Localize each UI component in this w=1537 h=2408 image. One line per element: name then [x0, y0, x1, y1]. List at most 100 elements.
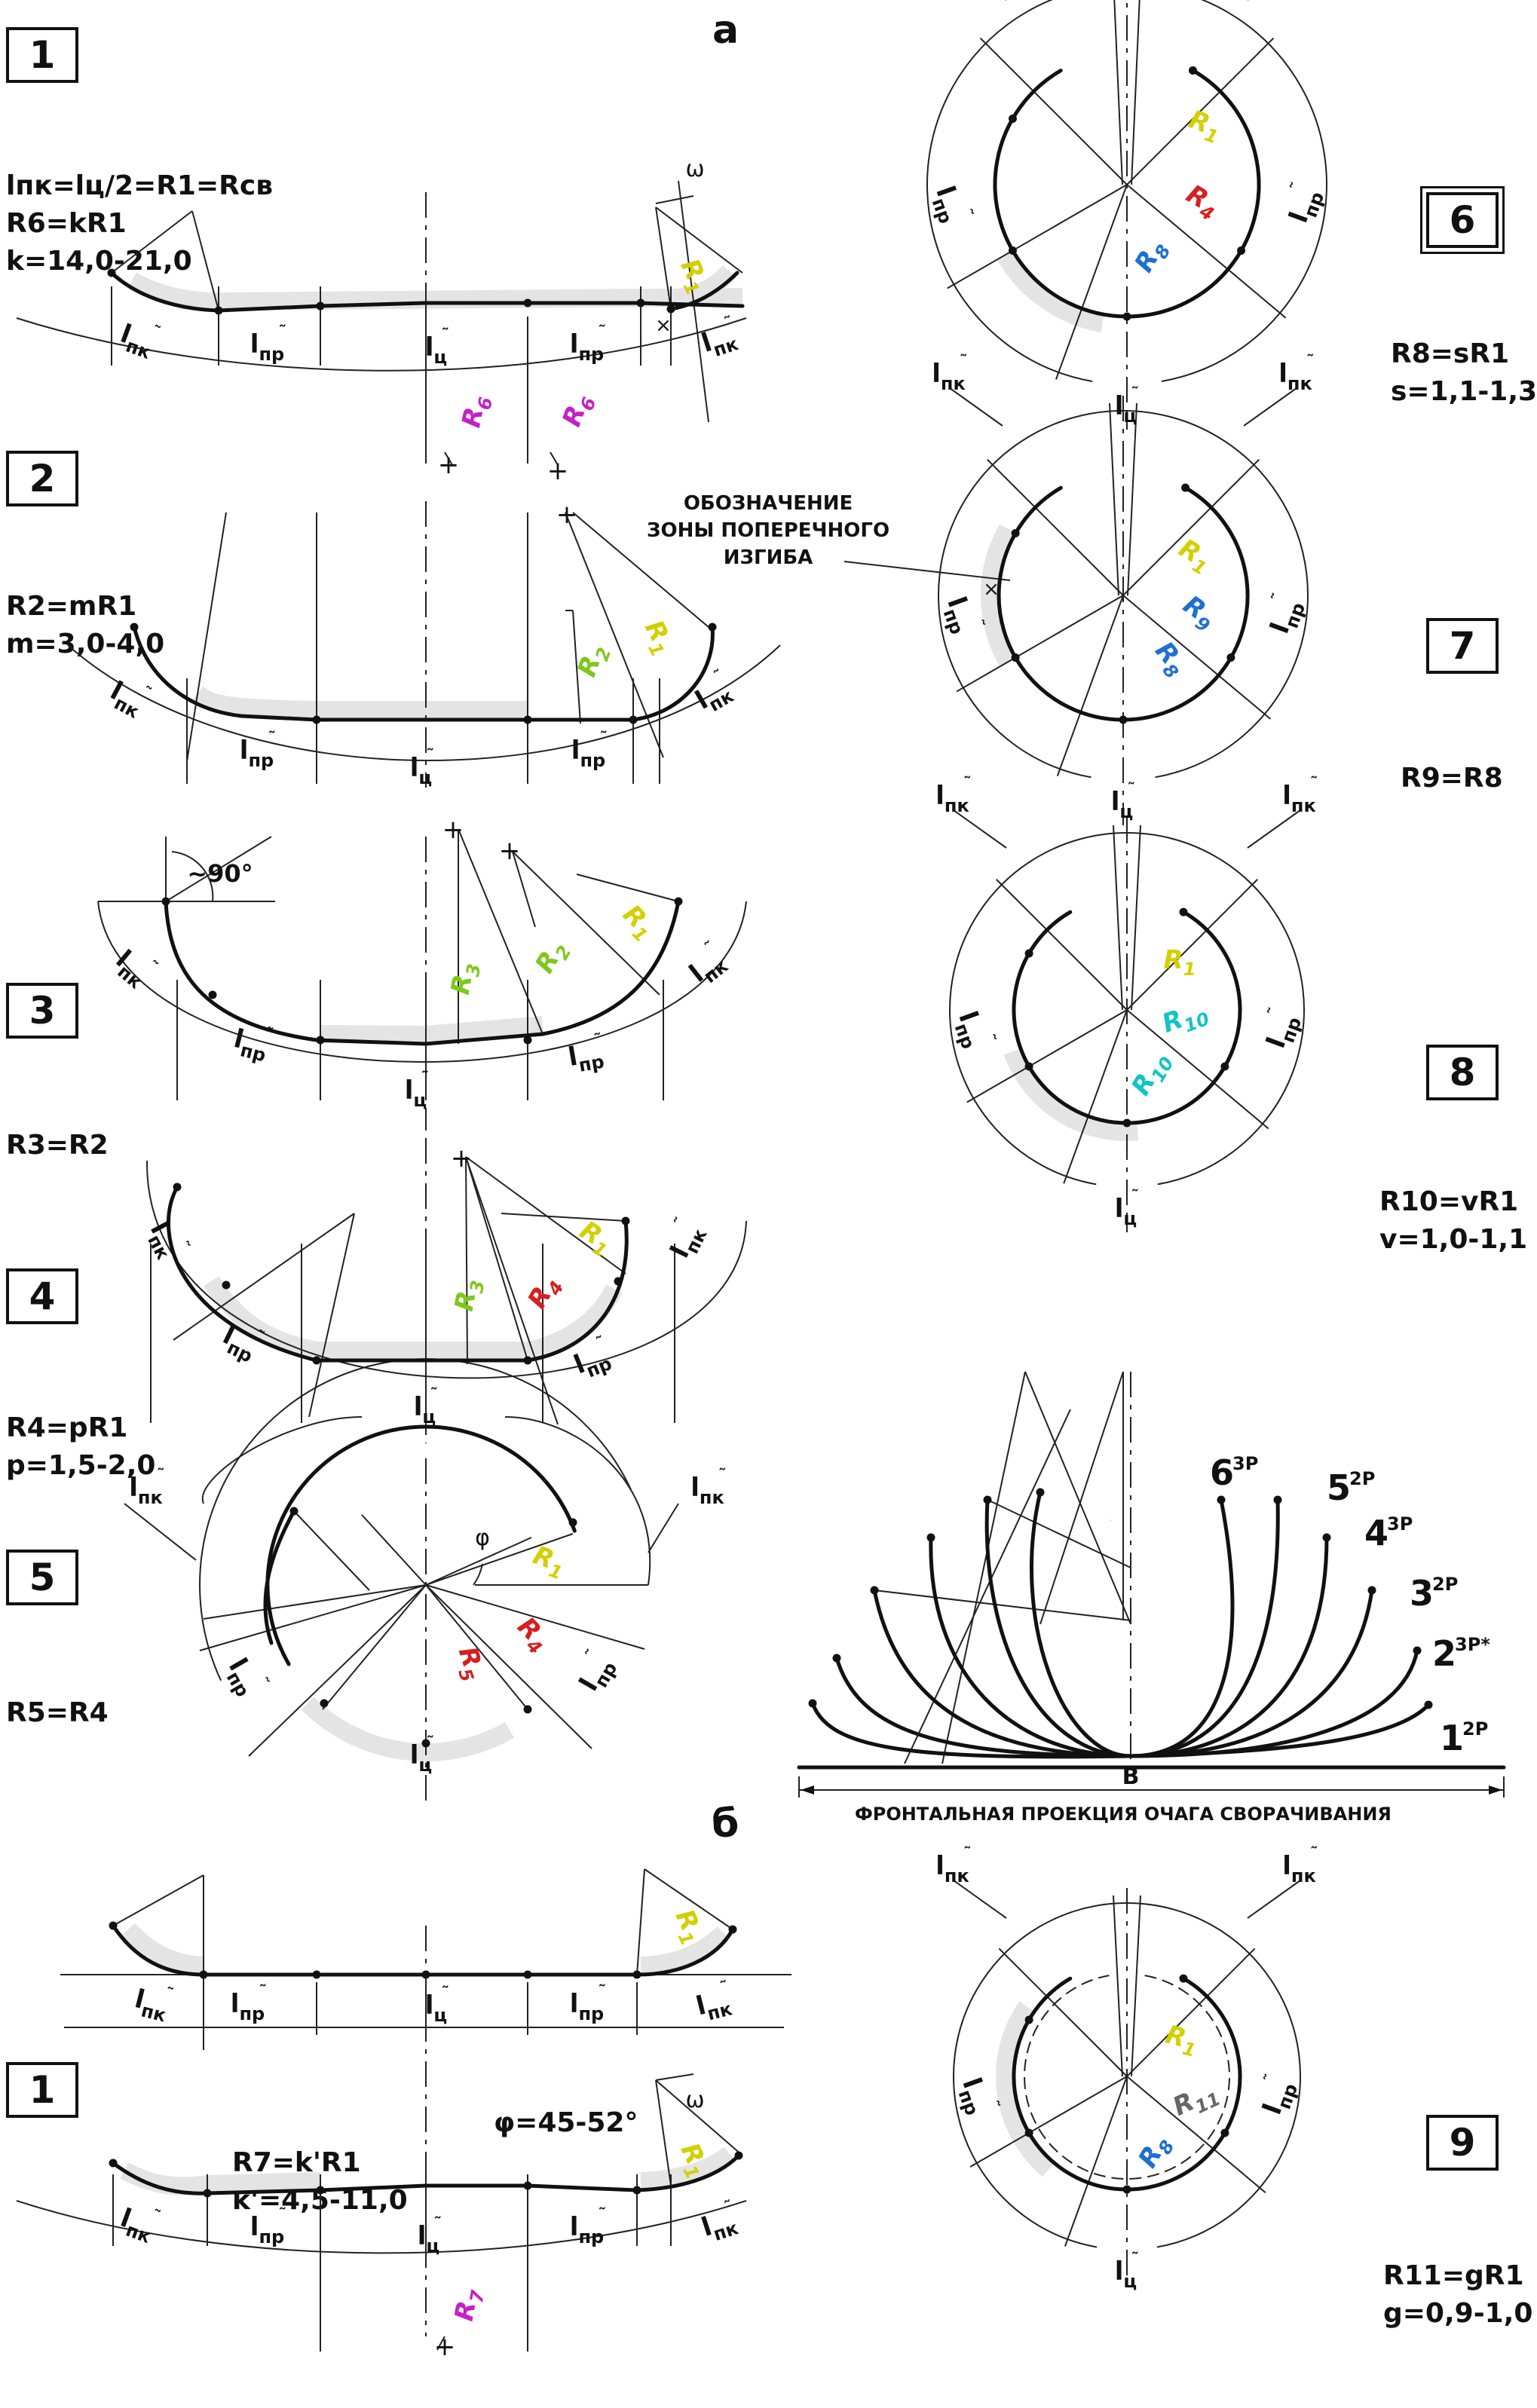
tangent-point [1220, 1062, 1229, 1071]
construction-line [655, 2073, 694, 2081]
segment-label-c: lц˜ [425, 326, 449, 368]
construction-line [949, 387, 1003, 427]
segment-label-pk: lпк˜ [696, 2198, 742, 2248]
construction-line [425, 1537, 532, 1586]
profile-5-bend-zone [301, 1697, 514, 1761]
tangent-point [870, 1586, 879, 1595]
construction-line [1055, 184, 1128, 380]
segment-label-pr: lпр˜ [565, 1030, 608, 1078]
construction-line [953, 809, 1007, 849]
tangent-point [523, 715, 532, 724]
profile-1b-bottom-zone-right [640, 2146, 736, 2190]
bend-zone-mark-2: × [983, 578, 1000, 601]
tangent-point [1273, 1495, 1282, 1504]
segment-label-pk: lпк˜ [687, 666, 739, 720]
tangent-point [1367, 1586, 1376, 1595]
tangent-point [1226, 653, 1235, 662]
tangent-point [523, 1970, 532, 1979]
tangent-point [1011, 529, 1020, 537]
tangent-point [107, 268, 116, 277]
profile-9-bend-zone [996, 2001, 1055, 2177]
radius-label-r2: R2 [529, 935, 575, 981]
radius-label-r7: R7 [449, 2286, 489, 2324]
construction-line [1113, 1895, 1123, 2077]
radius-label-r1: R1 [1183, 105, 1226, 148]
segment-label-pr: lпр˜ [1259, 591, 1310, 639]
stage-mark-5: 2Р [1349, 1468, 1375, 1489]
construction-line [987, 1499, 1131, 1568]
construction-line [1131, 0, 1141, 185]
radius-label-r10: R10 [1125, 1047, 1178, 1103]
construction-line [1064, 2076, 1128, 2247]
construction-lines [16, 0, 1505, 2351]
tangent-point [109, 2159, 118, 2168]
profile-6-bend-zone [997, 250, 1104, 333]
profile-5-outer-arc-left [201, 1416, 363, 1504]
construction-line [173, 1213, 355, 1341]
construction-line [576, 874, 679, 902]
tangent-point [983, 1495, 992, 1504]
angle-arc-90 [171, 851, 214, 902]
tangent-point [1024, 949, 1033, 958]
radius-label-r1: R1 [1164, 945, 1196, 980]
tangent-point [316, 301, 325, 311]
construction-line [425, 1584, 592, 1749]
radius-label-r6: R6 [557, 390, 601, 432]
segment-label-pr: lпр˜ [218, 1651, 272, 1703]
construction-line [436, 2336, 445, 2351]
profile-6-outer-arc [926, 0, 1327, 382]
frontal-stage-curve-5 [984, 1498, 1280, 1758]
right-angle-label: ~90° [187, 859, 253, 888]
radius-label-r2: R2 [572, 640, 616, 682]
tangent-point [1024, 2015, 1033, 2024]
construction-line [550, 451, 559, 466]
construction-line [501, 1213, 626, 1222]
construction-line [165, 836, 272, 902]
frontal-stage-curve-6 [1030, 1490, 1235, 1758]
segment-label-c: lц˜ [1115, 385, 1139, 427]
tangent-point [926, 1533, 935, 1542]
formula-3: R3=R2 [6, 1130, 109, 1161]
construction-line [1113, 825, 1123, 1011]
stage-label-6: 6 [1210, 1452, 1234, 1493]
segment-label-c: lц˜ [410, 1734, 434, 1776]
construction-line [1039, 1371, 1124, 1625]
tangent-point [636, 298, 645, 308]
tangent-point [1122, 1118, 1131, 1128]
construction-line [444, 451, 453, 466]
profile-7-bend-zone [981, 524, 1016, 667]
tangent-point [421, 1739, 430, 1748]
profile-1-right-tip [669, 271, 739, 311]
box-6: 6 [1420, 186, 1505, 254]
tangent-point [666, 304, 675, 314]
tangent-point [173, 1183, 182, 1192]
construction-line [186, 512, 227, 762]
segment-label-c: lц˜ [1115, 2250, 1139, 2292]
tangent-point [109, 1921, 118, 1930]
tangent-point [1220, 2128, 1229, 2137]
construction-line [1126, 1948, 1256, 2077]
radius-label-r8: R8 [1146, 636, 1193, 683]
dimension-arrow [1489, 1785, 1502, 1795]
tangent-point [1424, 1700, 1433, 1709]
tangent-point [832, 1654, 841, 1663]
tangent-point [1217, 1495, 1226, 1504]
segment-label-pk: lпк˜ [107, 940, 161, 995]
construction-line [458, 828, 543, 1035]
stage-label-4: 4 [1364, 1513, 1389, 1553]
segment-label-pr: lпр˜ [231, 1983, 267, 2024]
box-5: 5 [6, 1550, 78, 1605]
profile-5-left-wall [263, 1509, 296, 1645]
tangent-point [523, 2181, 532, 2190]
construction-line [361, 1514, 427, 1586]
construction-line [425, 1533, 574, 1586]
construction-line [969, 2076, 1128, 2168]
construction-line [947, 184, 1128, 289]
tangent-point [1036, 1488, 1045, 1497]
construction-line [1126, 1009, 1269, 1130]
segment-label-pr: lпр˜ [948, 1005, 999, 1054]
segment-label-pk: lпк˜ [1282, 775, 1318, 816]
construction-line [1243, 387, 1297, 427]
